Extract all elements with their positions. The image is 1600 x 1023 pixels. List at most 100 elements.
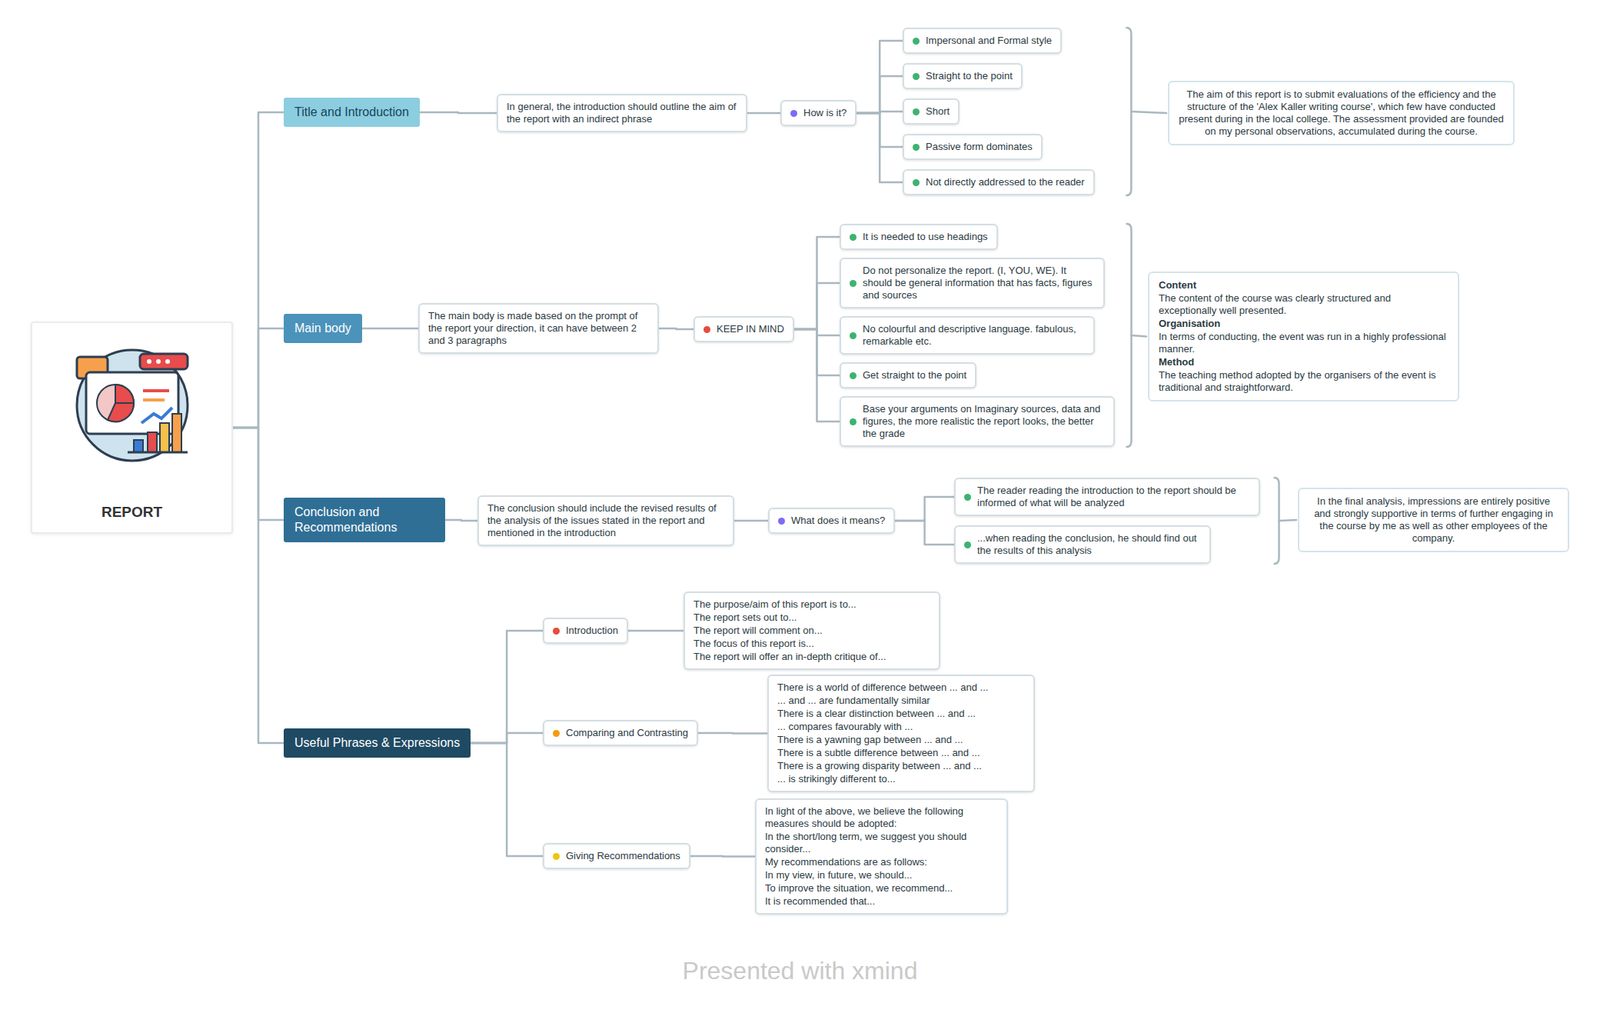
branch-connector <box>232 328 284 428</box>
branch-connector <box>794 236 840 330</box>
question-topic: What does it means? <box>768 507 895 534</box>
status-dot <box>912 143 920 151</box>
point-box: Short <box>902 98 960 125</box>
node-text: ... is strikingly different to... <box>777 772 1025 786</box>
question-topic: How is it? <box>780 99 857 127</box>
status-dot <box>849 372 857 380</box>
summary-leader <box>1279 519 1298 521</box>
status-dot <box>912 37 920 45</box>
status-dot <box>849 418 857 426</box>
node-text: The teaching method adopted by the organ… <box>1158 369 1449 394</box>
node-text: Method <box>1158 355 1449 369</box>
point-box: Straight to the point <box>902 63 1023 90</box>
node-text: Short <box>925 105 950 118</box>
branch-connector <box>362 327 419 330</box>
node-text: In light of the above, we believe the fo… <box>765 804 998 830</box>
phrase-list: There is a world of difference between .… <box>767 674 1035 792</box>
branch-connector <box>445 519 478 521</box>
main-topic: Useful Phrases & Expressions <box>283 728 471 758</box>
branch-connector <box>747 112 781 115</box>
node-text: In the final analysis, impressions are e… <box>1308 495 1559 545</box>
status-dot <box>552 729 560 737</box>
phrase-category: Comparing and Contrasting <box>542 719 699 746</box>
status-dot <box>849 332 857 340</box>
node-text: Do not personalize the report. (I, YOU, … <box>862 264 1095 302</box>
status-dot <box>912 108 920 116</box>
summary-leader <box>1131 335 1148 337</box>
node-text: ...when reading the conclusion, he shoul… <box>977 532 1201 557</box>
status-dot <box>778 517 786 525</box>
branch-connector <box>698 731 768 735</box>
node-text: In general, the introduction should outl… <box>506 100 738 126</box>
branch-connector <box>470 630 543 743</box>
node-text: Comparing and Contrasting <box>565 726 689 739</box>
status-dot <box>912 179 920 187</box>
node-text: The report will comment on... <box>693 624 931 637</box>
node-text: My recommendations are as follows: <box>765 855 998 869</box>
node-text: What does it means? <box>791 514 885 527</box>
node-text: No colourful and descriptive language. f… <box>862 322 1085 348</box>
status-dot <box>964 493 972 501</box>
node-text: KEEP IN MIND <box>716 322 785 336</box>
phrase-list: In light of the above, we believe the fo… <box>755 798 1008 915</box>
node-text: Giving Recommendations <box>565 849 681 862</box>
branch-connector <box>794 282 840 330</box>
branch-connector <box>470 732 543 743</box>
branch-connector <box>794 329 840 422</box>
point-box: Impersonal and Formal style <box>902 27 1062 54</box>
branch-connector <box>232 112 284 428</box>
node-text: The report sets out to... <box>693 611 931 624</box>
node-text: Passive form dominates <box>925 140 1033 154</box>
description-box: In general, the introduction should outl… <box>496 93 748 133</box>
main-topic: Conclusion and Recommendations <box>283 497 446 543</box>
branch-connector <box>658 328 694 330</box>
node-text: Organisation <box>1158 317 1449 330</box>
example-note: The aim of this report is to submit eval… <box>1167 80 1515 146</box>
node-text: It is recommended that... <box>765 894 998 908</box>
status-dot <box>849 279 857 287</box>
reminder-topic: KEEP IN MIND <box>693 316 795 343</box>
node-text: Get straight to the point <box>862 369 967 382</box>
node-text: The aim of this report is to submit eval… <box>1178 88 1504 138</box>
point-box: Base your arguments on Imaginary sources… <box>839 395 1115 447</box>
node-text: The main body is made based on the promp… <box>428 309 649 347</box>
node-text: How is it? <box>803 106 847 120</box>
node-text: There is a subtle difference between ...… <box>777 746 1025 759</box>
point-box: Passive form dominates <box>902 133 1043 160</box>
summary-leader <box>1130 111 1167 114</box>
node-text: To improve the situation, we recommend..… <box>765 881 998 895</box>
node-text: There is a clear distinction between ...… <box>777 707 1025 720</box>
node-text: It is needed to use headings <box>862 230 988 243</box>
point-box: The reader reading the introduction to t… <box>954 477 1261 516</box>
status-dot <box>912 73 920 80</box>
status-dot <box>790 109 798 117</box>
node-text: Useful Phrases & Expressions <box>294 735 460 751</box>
branch-connector <box>856 40 903 114</box>
phrase-category: Giving Recommendations <box>542 842 691 869</box>
node-text: The purpose/aim of this report is to... <box>693 598 931 611</box>
description-box: The main body is made based on the promp… <box>418 302 659 354</box>
central-topic: REPORT <box>30 321 233 534</box>
point-box: ...when reading the conclusion, he shoul… <box>954 525 1211 564</box>
node-text: Not directly addressed to the reader <box>925 176 1085 189</box>
point-box: Not directly addressed to the reader <box>902 169 1095 196</box>
branch-connector <box>690 854 756 858</box>
node-text: There is a yawning gap between ... and .… <box>777 733 1025 746</box>
watermark: Presented with xmind <box>0 954 1600 986</box>
node-text: Straight to the point <box>925 69 1013 83</box>
point-box: It is needed to use headings <box>839 223 998 250</box>
node-text: Main body <box>294 320 352 336</box>
branch-connector <box>734 519 769 523</box>
node-text: Content <box>1158 279 1449 292</box>
branch-connector <box>232 427 284 743</box>
phrase-category: Introduction <box>542 617 629 644</box>
node-text: There is a growing disparity between ...… <box>777 759 1025 772</box>
point-box: No colourful and descriptive language. f… <box>839 316 1095 355</box>
node-text: In the short/long term, we suggest you s… <box>765 830 998 855</box>
node-text: Title and Introduction <box>294 104 410 120</box>
branch-connector <box>894 496 955 521</box>
status-dot <box>552 852 560 860</box>
node-text: The report will offer an in-depth critiq… <box>693 650 931 663</box>
status-dot <box>849 233 857 241</box>
main-topic: Title and Introduction <box>283 97 420 127</box>
